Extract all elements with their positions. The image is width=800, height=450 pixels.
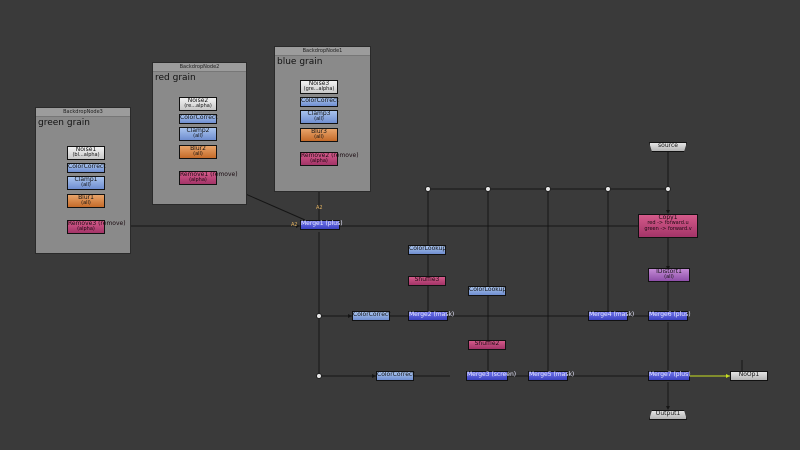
backdrop-title: BackdropNode3 [36, 108, 130, 117]
node-merge-right-2[interactable]: Merge7 (plus) [648, 371, 691, 381]
node-clamp2[interactable]: Clamp2 (all) [179, 127, 217, 141]
node-label: Clamp2 [186, 127, 210, 134]
node-label: ColorCorrect [377, 371, 415, 378]
node-merge-mask-low[interactable]: Merge5 (mask) [528, 371, 575, 381]
backdrop-title: BackdropNode1 [275, 47, 370, 56]
node-merge-right-1[interactable]: Merge6 (plus) [648, 311, 691, 321]
node-shuffle-2[interactable]: Shuffle2 [468, 340, 506, 350]
dot-node[interactable] [316, 313, 322, 319]
node-noise3[interactable]: Noise3 (gre...alpha) [300, 80, 338, 94]
node-label: IDistort1 [656, 268, 682, 275]
dot-node[interactable] [665, 186, 671, 192]
node-sublabel: (alpha) [189, 177, 207, 184]
node-sublabel: (all) [314, 134, 324, 141]
backdrop-title: BackdropNode2 [153, 63, 246, 72]
node-label: Clamp3 [307, 110, 331, 117]
node-label: Merge7 (plus) [649, 371, 691, 378]
node-label: ColorCorrect [68, 163, 106, 170]
node-merge-mask-right[interactable]: Merge4 (mask) [588, 311, 635, 321]
node-copy1[interactable]: Copy1 red -> forward.u green -> forward.… [638, 214, 698, 238]
dot-node[interactable] [485, 186, 491, 192]
node-label: Blur3 [311, 128, 327, 135]
node-label: Merge1 (plus) [301, 220, 343, 227]
node-label: Blur1 [78, 194, 94, 201]
node-clamp3[interactable]: Clamp3 (all) [300, 110, 338, 124]
node-label: Merge5 (mask) [529, 371, 575, 378]
node-label: ColorCorrect [301, 97, 339, 104]
node-remove3[interactable]: Remove3 (remove) (alpha) [67, 220, 126, 234]
node-label: ColorLookup [409, 245, 447, 252]
node-noise1[interactable]: Noise1 (bl...alpha) [67, 146, 105, 160]
node-remove2[interactable]: Remove2 (remove) (alpha) [300, 152, 359, 166]
node-idistort1[interactable]: IDistort1 (all) [648, 268, 690, 282]
node-label: Merge6 (plus) [649, 311, 691, 318]
node-blur1[interactable]: Blur1 (all) [67, 194, 105, 208]
node-colorlookup-1[interactable]: ColorLookup [408, 245, 446, 255]
node-remove1[interactable]: Remove1 (remove) (alpha) [179, 171, 238, 185]
node-sublabel: (all) [193, 151, 203, 158]
node-sublabel: red -> forward.u [647, 220, 689, 227]
dot-node[interactable] [545, 186, 551, 192]
node-label: Merge2 (mask) [409, 311, 455, 318]
node-noise2[interactable]: Noise2 (re...alpha) [179, 97, 217, 111]
node-label: ColorLookup [469, 286, 507, 293]
node-label: Noise3 [308, 80, 330, 87]
node-sublabel-2: green -> forward.v [644, 225, 692, 232]
node-merge-screen[interactable]: Merge3 (screen) [466, 371, 517, 381]
node-noop1[interactable]: NoOp1 [730, 371, 768, 381]
node-label: Remove3 (remove) [68, 220, 126, 227]
node-label: Shuffle2 [474, 340, 500, 347]
node-colorcorrect-red[interactable]: ColorCorrect [179, 114, 218, 124]
backdrop-label: blue grain [277, 57, 323, 67]
node-label: Noise2 [187, 97, 209, 104]
node-output1[interactable]: Output1 [649, 410, 687, 420]
node-label: Remove2 (remove) [301, 152, 359, 159]
node-label: Merge3 (screen) [467, 371, 517, 378]
node-shuffle-1[interactable]: Shuffle3 [408, 276, 446, 286]
node-merge-plus[interactable]: Merge1 (plus) [300, 220, 343, 230]
input-label-a2: A2 [316, 205, 323, 211]
input-label-a2: A2 [291, 222, 298, 228]
backdrop-blue-grain[interactable]: BackdropNode1 blue grain [274, 46, 371, 192]
node-sublabel: (gre...alpha) [303, 86, 335, 93]
node-source[interactable]: source [649, 142, 687, 152]
backdrop-label: green grain [38, 118, 90, 128]
node-label: NoOp1 [738, 371, 760, 378]
node-sublabel: (alpha) [77, 226, 95, 233]
node-blur2[interactable]: Blur2 (all) [179, 145, 217, 159]
node-label: Output1 [655, 410, 681, 417]
node-label: Remove1 (remove) [180, 171, 238, 178]
node-sublabel: (all) [664, 274, 674, 281]
node-merge-mask[interactable]: Merge2 (mask) [408, 311, 455, 321]
dot-node[interactable] [605, 186, 611, 192]
node-label: Copy1 [658, 214, 678, 221]
node-label: Shuffle3 [414, 276, 440, 283]
node-label: source [658, 142, 678, 149]
node-sublabel: (alpha) [310, 158, 328, 165]
node-sublabel: (all) [193, 133, 203, 140]
node-sublabel: (bl...alpha) [72, 152, 100, 159]
node-colorcorrect-low[interactable]: ColorCorrect [376, 371, 415, 381]
node-sublabel: (all) [81, 200, 91, 207]
node-clamp1[interactable]: Clamp1 (all) [67, 176, 105, 190]
node-colorcorrect-green[interactable]: ColorCorrect [67, 163, 106, 173]
node-blur3[interactable]: Blur3 (all) [300, 128, 338, 142]
node-colorcorrect-blue[interactable]: ColorCorrect [300, 97, 339, 107]
node-label: Clamp1 [74, 176, 98, 183]
node-sublabel: (all) [314, 116, 324, 123]
dot-node[interactable] [425, 186, 431, 192]
backdrop-label: red grain [155, 73, 196, 83]
node-label: ColorCorrect [353, 311, 391, 318]
dot-node[interactable] [316, 373, 322, 379]
node-label: Merge4 (mask) [589, 311, 635, 318]
node-label: Noise1 [75, 146, 97, 153]
node-colorlookup-2[interactable]: ColorLookup [468, 286, 506, 296]
node-sublabel: (re...alpha) [184, 103, 212, 110]
node-colorcorrect-mid[interactable]: ColorCorrect [352, 311, 391, 321]
node-label: Blur2 [190, 145, 206, 152]
node-label: ColorCorrect [180, 114, 218, 121]
node-sublabel: (all) [81, 182, 91, 189]
